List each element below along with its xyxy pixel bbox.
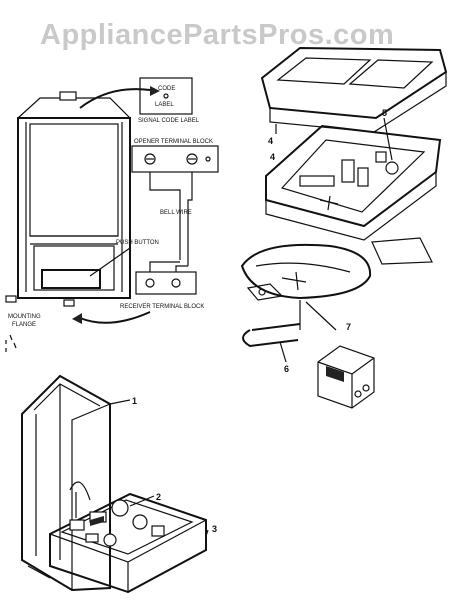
code-text: CODE bbox=[158, 86, 175, 92]
receiver-housing bbox=[21, 374, 111, 592]
opener-terminal-block: OPENER TERMINAL BLOCK BELL WIRE bbox=[131, 139, 219, 266]
flange-label: FLANGE bbox=[12, 322, 36, 328]
callout-1: 1 bbox=[132, 396, 137, 406]
code-label-box: CODE LABEL SIGNAL CODE LABEL bbox=[138, 77, 200, 124]
callout-4-top: 4 bbox=[268, 136, 273, 146]
transmitter-front-view bbox=[5, 91, 131, 307]
push-button-leader bbox=[89, 247, 131, 277]
contact-clip bbox=[371, 237, 433, 265]
receiver-terminal-block: RECEIVER TERMINAL BLOCK bbox=[120, 261, 204, 310]
case-part bbox=[265, 124, 442, 241]
spring-clip bbox=[242, 323, 301, 348]
callout-4-mid: 4 bbox=[270, 152, 275, 162]
callout-7: 7 bbox=[346, 322, 351, 332]
back-plate-part bbox=[240, 243, 372, 301]
callout-3: 3 bbox=[212, 524, 217, 534]
callout-5: 5 bbox=[382, 108, 387, 118]
callout-6: 6 bbox=[284, 364, 289, 374]
opener-terminal-block-label: OPENER TERMINAL BLOCK bbox=[134, 139, 213, 145]
mounting-label: MOUNTING bbox=[8, 314, 41, 320]
watermark-text: AppliancePartsPros.com bbox=[40, 19, 394, 51]
battery bbox=[317, 345, 375, 409]
callout-2: 2 bbox=[156, 492, 161, 502]
push-button-label: PUSH BUTTON bbox=[116, 240, 159, 246]
label-text: LABEL bbox=[155, 102, 174, 108]
arrow-top bbox=[79, 88, 151, 109]
arrow-bottom bbox=[79, 311, 151, 324]
receiver-terminal-block-label: RECEIVER TERMINAL BLOCK bbox=[120, 304, 204, 310]
cover-part bbox=[260, 46, 448, 133]
bell-wire-label: BELL WIRE bbox=[160, 210, 192, 216]
circuit-board-drawer bbox=[49, 481, 207, 594]
signal-code-label-text: SIGNAL CODE LABEL bbox=[138, 118, 200, 124]
